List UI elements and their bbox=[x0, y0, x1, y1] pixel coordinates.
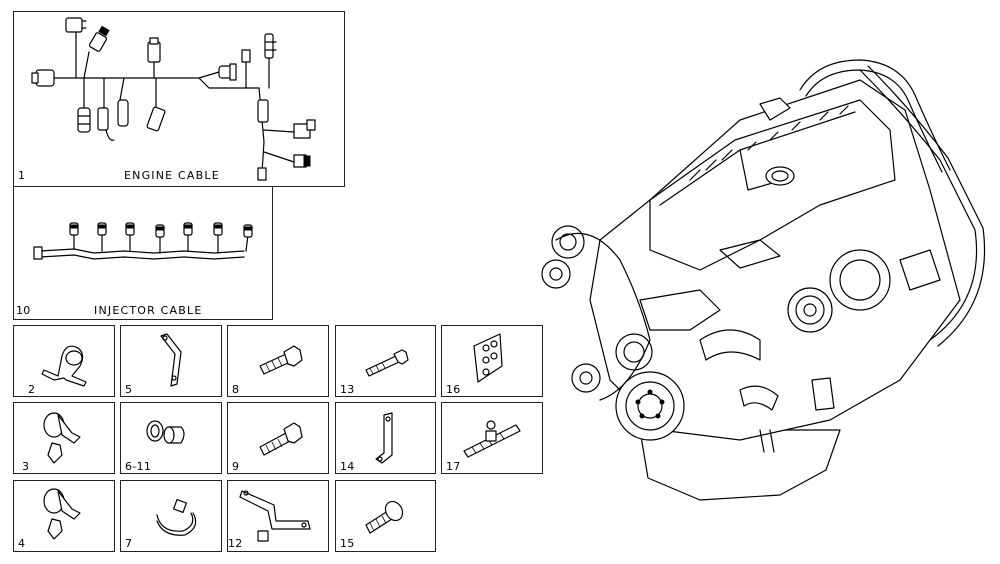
part-label: 5 bbox=[125, 383, 133, 396]
engine-cable-number: 1 bbox=[18, 169, 26, 182]
injector-cable-number: 10 bbox=[16, 304, 31, 317]
injector-cable-panel: 10 INJECTOR CABLE bbox=[13, 186, 273, 320]
part-cell-9: 9 bbox=[227, 402, 329, 474]
part-label: 9 bbox=[232, 460, 240, 473]
injector-cable-caption: INJECTOR CABLE bbox=[94, 304, 203, 317]
engine-cable-caption: ENGINE CABLE bbox=[124, 169, 220, 182]
part-label: 7 bbox=[125, 537, 133, 550]
bolt-icon bbox=[259, 422, 303, 456]
long-bolt-icon bbox=[365, 349, 409, 377]
short-bolt-icon bbox=[259, 345, 303, 375]
part-cell-17: 17 bbox=[441, 402, 543, 474]
part-cell-6-11: 6-11 bbox=[120, 402, 222, 474]
l-bracket-icon bbox=[375, 412, 393, 464]
part-label: 15 bbox=[340, 537, 355, 550]
part-label: 3 bbox=[22, 460, 30, 473]
part-cell-2: 2 bbox=[13, 325, 115, 397]
perforated-plate-icon bbox=[473, 333, 503, 383]
stud-icon bbox=[365, 500, 404, 534]
part-cell-7: 7 bbox=[120, 480, 222, 552]
part-cell-15: 15 bbox=[335, 480, 436, 552]
part-cell-5: 5 bbox=[120, 325, 222, 397]
part-cell-14: 14 bbox=[335, 402, 436, 474]
part-label: 13 bbox=[340, 383, 355, 396]
part-cell-4: 4 bbox=[13, 480, 115, 552]
cable-tie-icon bbox=[156, 498, 197, 536]
cable-clip-icon bbox=[43, 412, 81, 464]
cable-tie-mount-icon bbox=[463, 420, 521, 458]
part-label: 2 bbox=[28, 383, 36, 396]
part-cell-3: 3 bbox=[13, 402, 115, 474]
part-label: 12 bbox=[228, 537, 243, 550]
part-label: 8 bbox=[232, 383, 240, 396]
part-label: 4 bbox=[18, 537, 26, 550]
z-bracket-icon bbox=[239, 490, 311, 542]
cable-clip-icon bbox=[43, 488, 81, 540]
part-cell-12: 12 bbox=[227, 480, 329, 552]
part-label: 17 bbox=[446, 460, 461, 473]
part-cell-13: 13 bbox=[335, 325, 436, 397]
engine-harness-icon bbox=[31, 17, 316, 181]
part-cell-16: 16 bbox=[441, 325, 543, 397]
part-cell-8: 8 bbox=[227, 325, 329, 397]
engine-cable-panel: 1 ENGINE CABLE bbox=[13, 11, 345, 187]
part-label: 14 bbox=[340, 460, 355, 473]
bent-bracket-icon bbox=[160, 333, 182, 387]
seal-and-plug-icon bbox=[146, 420, 185, 444]
injector-harness-icon bbox=[33, 222, 253, 260]
part-label: 16 bbox=[446, 383, 461, 396]
p-clamp-icon bbox=[41, 345, 87, 387]
part-label: 6-11 bbox=[125, 460, 152, 473]
